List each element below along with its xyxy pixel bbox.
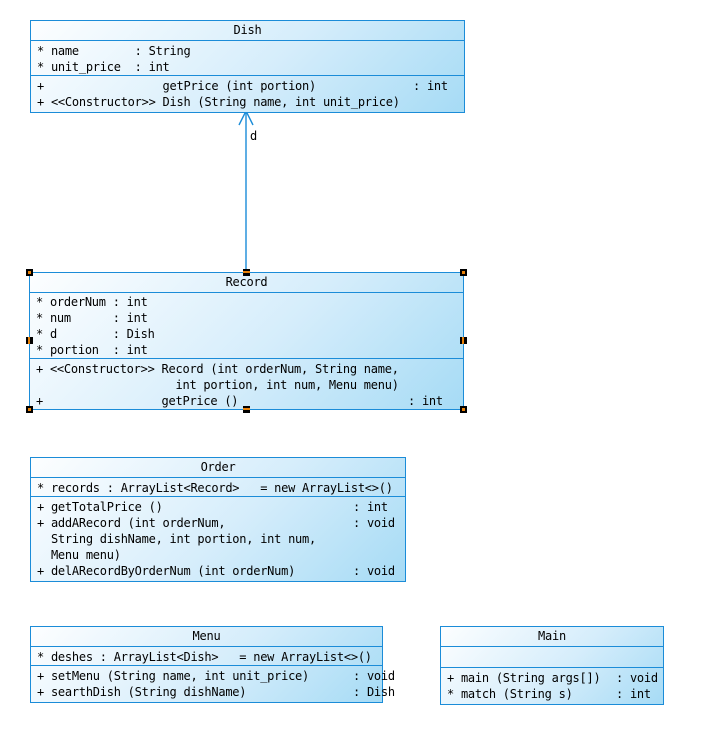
selection-handle[interactable] bbox=[460, 406, 467, 413]
operation-text: + main (String args[]) bbox=[447, 671, 601, 685]
operation-row[interactable]: Menu menu) bbox=[31, 547, 405, 563]
attributes-compartment: * name : String * unit_price : int bbox=[31, 41, 464, 76]
operation-text: + searthDish (String dishName) bbox=[37, 685, 247, 699]
operations-compartment: + <<Constructor>> Record (int orderNum, … bbox=[30, 359, 463, 409]
operation-row[interactable]: String dishName, int portion, int num, bbox=[31, 531, 405, 547]
operation-text: + <<Constructor>> Dish (String name, int… bbox=[37, 95, 400, 109]
class-title[interactable]: Record bbox=[30, 273, 463, 293]
class-title[interactable]: Dish bbox=[31, 21, 464, 41]
attribute-text: * d : Dish bbox=[36, 327, 155, 341]
attribute-text: * name : String bbox=[37, 44, 191, 58]
return-type: : int bbox=[408, 394, 443, 408]
operations-compartment: + main (String args[]) : void * match (St… bbox=[441, 668, 663, 704]
return-type: : int bbox=[353, 500, 388, 514]
class-title[interactable]: Main bbox=[441, 627, 663, 647]
operation-text: + addARecord (int orderNum, bbox=[37, 516, 226, 530]
class-box-record[interactable]: Record * orderNum : int * num : int * d … bbox=[26, 269, 467, 413]
class-box-order[interactable]: Order * records : ArrayList<Record> = ne… bbox=[30, 457, 406, 582]
operation-row[interactable]: + <<Constructor>> Dish (String name, int… bbox=[31, 94, 464, 110]
attribute-row[interactable]: * unit_price : int bbox=[31, 59, 464, 75]
operation-row[interactable]: + searthDish (String dishName) : Dish bbox=[31, 684, 395, 700]
attributes-compartment bbox=[441, 647, 663, 668]
attributes-compartment: * orderNum : int * num : int * d : Dish … bbox=[30, 293, 463, 359]
operation-text: + getPrice () bbox=[36, 394, 239, 408]
attributes-compartment: * deshes : ArrayList<Dish> = new ArrayLi… bbox=[31, 647, 382, 666]
return-type: : int bbox=[616, 687, 651, 701]
operation-row[interactable]: + getPrice (int portion) : int bbox=[31, 78, 464, 94]
return-type: : void bbox=[353, 516, 395, 530]
selection-handle[interactable] bbox=[26, 337, 33, 344]
attribute-text: * records : ArrayList<Record> = new Arra… bbox=[37, 481, 393, 495]
operation-text: + <<Constructor>> Record (int orderNum, … bbox=[36, 362, 399, 376]
attribute-row[interactable]: * name : String bbox=[31, 43, 464, 59]
attribute-row[interactable]: * orderNum : int bbox=[30, 294, 463, 310]
operation-row[interactable]: + main (String args[]) : void bbox=[441, 670, 663, 686]
operation-row[interactable]: + delARecordByOrderNum (int orderNum) : v… bbox=[31, 563, 405, 579]
class-box-menu[interactable]: Menu * deshes : ArrayList<Dish> = new Ar… bbox=[30, 626, 395, 703]
operation-row[interactable]: + addARecord (int orderNum, : void bbox=[31, 515, 405, 531]
operation-text: * match (String s) bbox=[447, 687, 573, 701]
operation-row[interactable]: + setMenu (String name, int unit_price):… bbox=[31, 668, 395, 684]
attribute-text: * num : int bbox=[36, 311, 148, 325]
attribute-text: * portion : int bbox=[36, 343, 148, 357]
attribute-text: * deshes : ArrayList<Dish> = new ArrayLi… bbox=[37, 650, 372, 664]
operation-row[interactable]: + <<Constructor>> Record (int orderNum, … bbox=[30, 361, 463, 377]
return-type: : void bbox=[353, 669, 395, 683]
operation-text: + setMenu (String name, int unit_price) bbox=[37, 669, 310, 683]
operation-row[interactable]: + getPrice () : int bbox=[30, 393, 463, 409]
return-type: : void bbox=[353, 564, 395, 578]
class-box-main[interactable]: Main + main (String args[]) : void * matc… bbox=[440, 626, 664, 705]
operation-text: + getTotalPrice () bbox=[37, 500, 163, 514]
operation-text: String dishName, int portion, int num, bbox=[37, 532, 316, 546]
selection-handle[interactable] bbox=[242, 406, 250, 413]
operation-text: Menu menu) bbox=[37, 548, 121, 562]
selection-handle[interactable] bbox=[242, 269, 250, 276]
selection-handle[interactable] bbox=[460, 269, 467, 276]
operation-row[interactable]: int portion, int num, Menu menu) bbox=[30, 377, 463, 393]
operation-text: + delARecordByOrderNum (int orderNum) bbox=[37, 564, 296, 578]
operations-compartment: + getTotalPrice () : int + addARecord (in… bbox=[31, 497, 405, 581]
selection-handle[interactable] bbox=[26, 406, 33, 413]
class-box-dish[interactable]: Dish * name : String * unit_price : int … bbox=[30, 20, 465, 113]
return-type: : Dish bbox=[353, 685, 395, 699]
return-type: : void bbox=[616, 671, 658, 685]
class-title[interactable]: Menu bbox=[31, 627, 382, 647]
operation-row[interactable]: + getTotalPrice () : int bbox=[31, 499, 405, 515]
operation-row[interactable]: * match (String s) : int bbox=[441, 686, 663, 702]
operation-text: + getPrice (int portion) bbox=[37, 79, 316, 93]
operation-text: int portion, int num, Menu menu) bbox=[36, 378, 399, 392]
attribute-row[interactable]: * deshes : ArrayList<Dish> = new ArrayLi… bbox=[31, 649, 382, 665]
attribute-row[interactable]: * portion : int bbox=[30, 342, 463, 358]
return-type: : int bbox=[413, 79, 448, 93]
association-role-label[interactable]: d bbox=[250, 129, 257, 143]
attribute-text: * orderNum : int bbox=[36, 295, 148, 309]
class-title[interactable]: Order bbox=[31, 458, 405, 478]
selection-handle[interactable] bbox=[26, 269, 33, 276]
operations-compartment: + getPrice (int portion) : int + <<Constr… bbox=[31, 76, 464, 112]
attribute-row[interactable]: * records : ArrayList<Record> = new Arra… bbox=[31, 480, 405, 496]
selection-handle[interactable] bbox=[460, 337, 467, 344]
operations-compartment: + setMenu (String name, int unit_price):… bbox=[31, 666, 395, 702]
attribute-row[interactable]: * num : int bbox=[30, 310, 463, 326]
attributes-compartment: * records : ArrayList<Record> = new Arra… bbox=[31, 478, 405, 497]
attribute-row[interactable]: * d : Dish bbox=[30, 326, 463, 342]
attribute-text: * unit_price : int bbox=[37, 60, 170, 74]
